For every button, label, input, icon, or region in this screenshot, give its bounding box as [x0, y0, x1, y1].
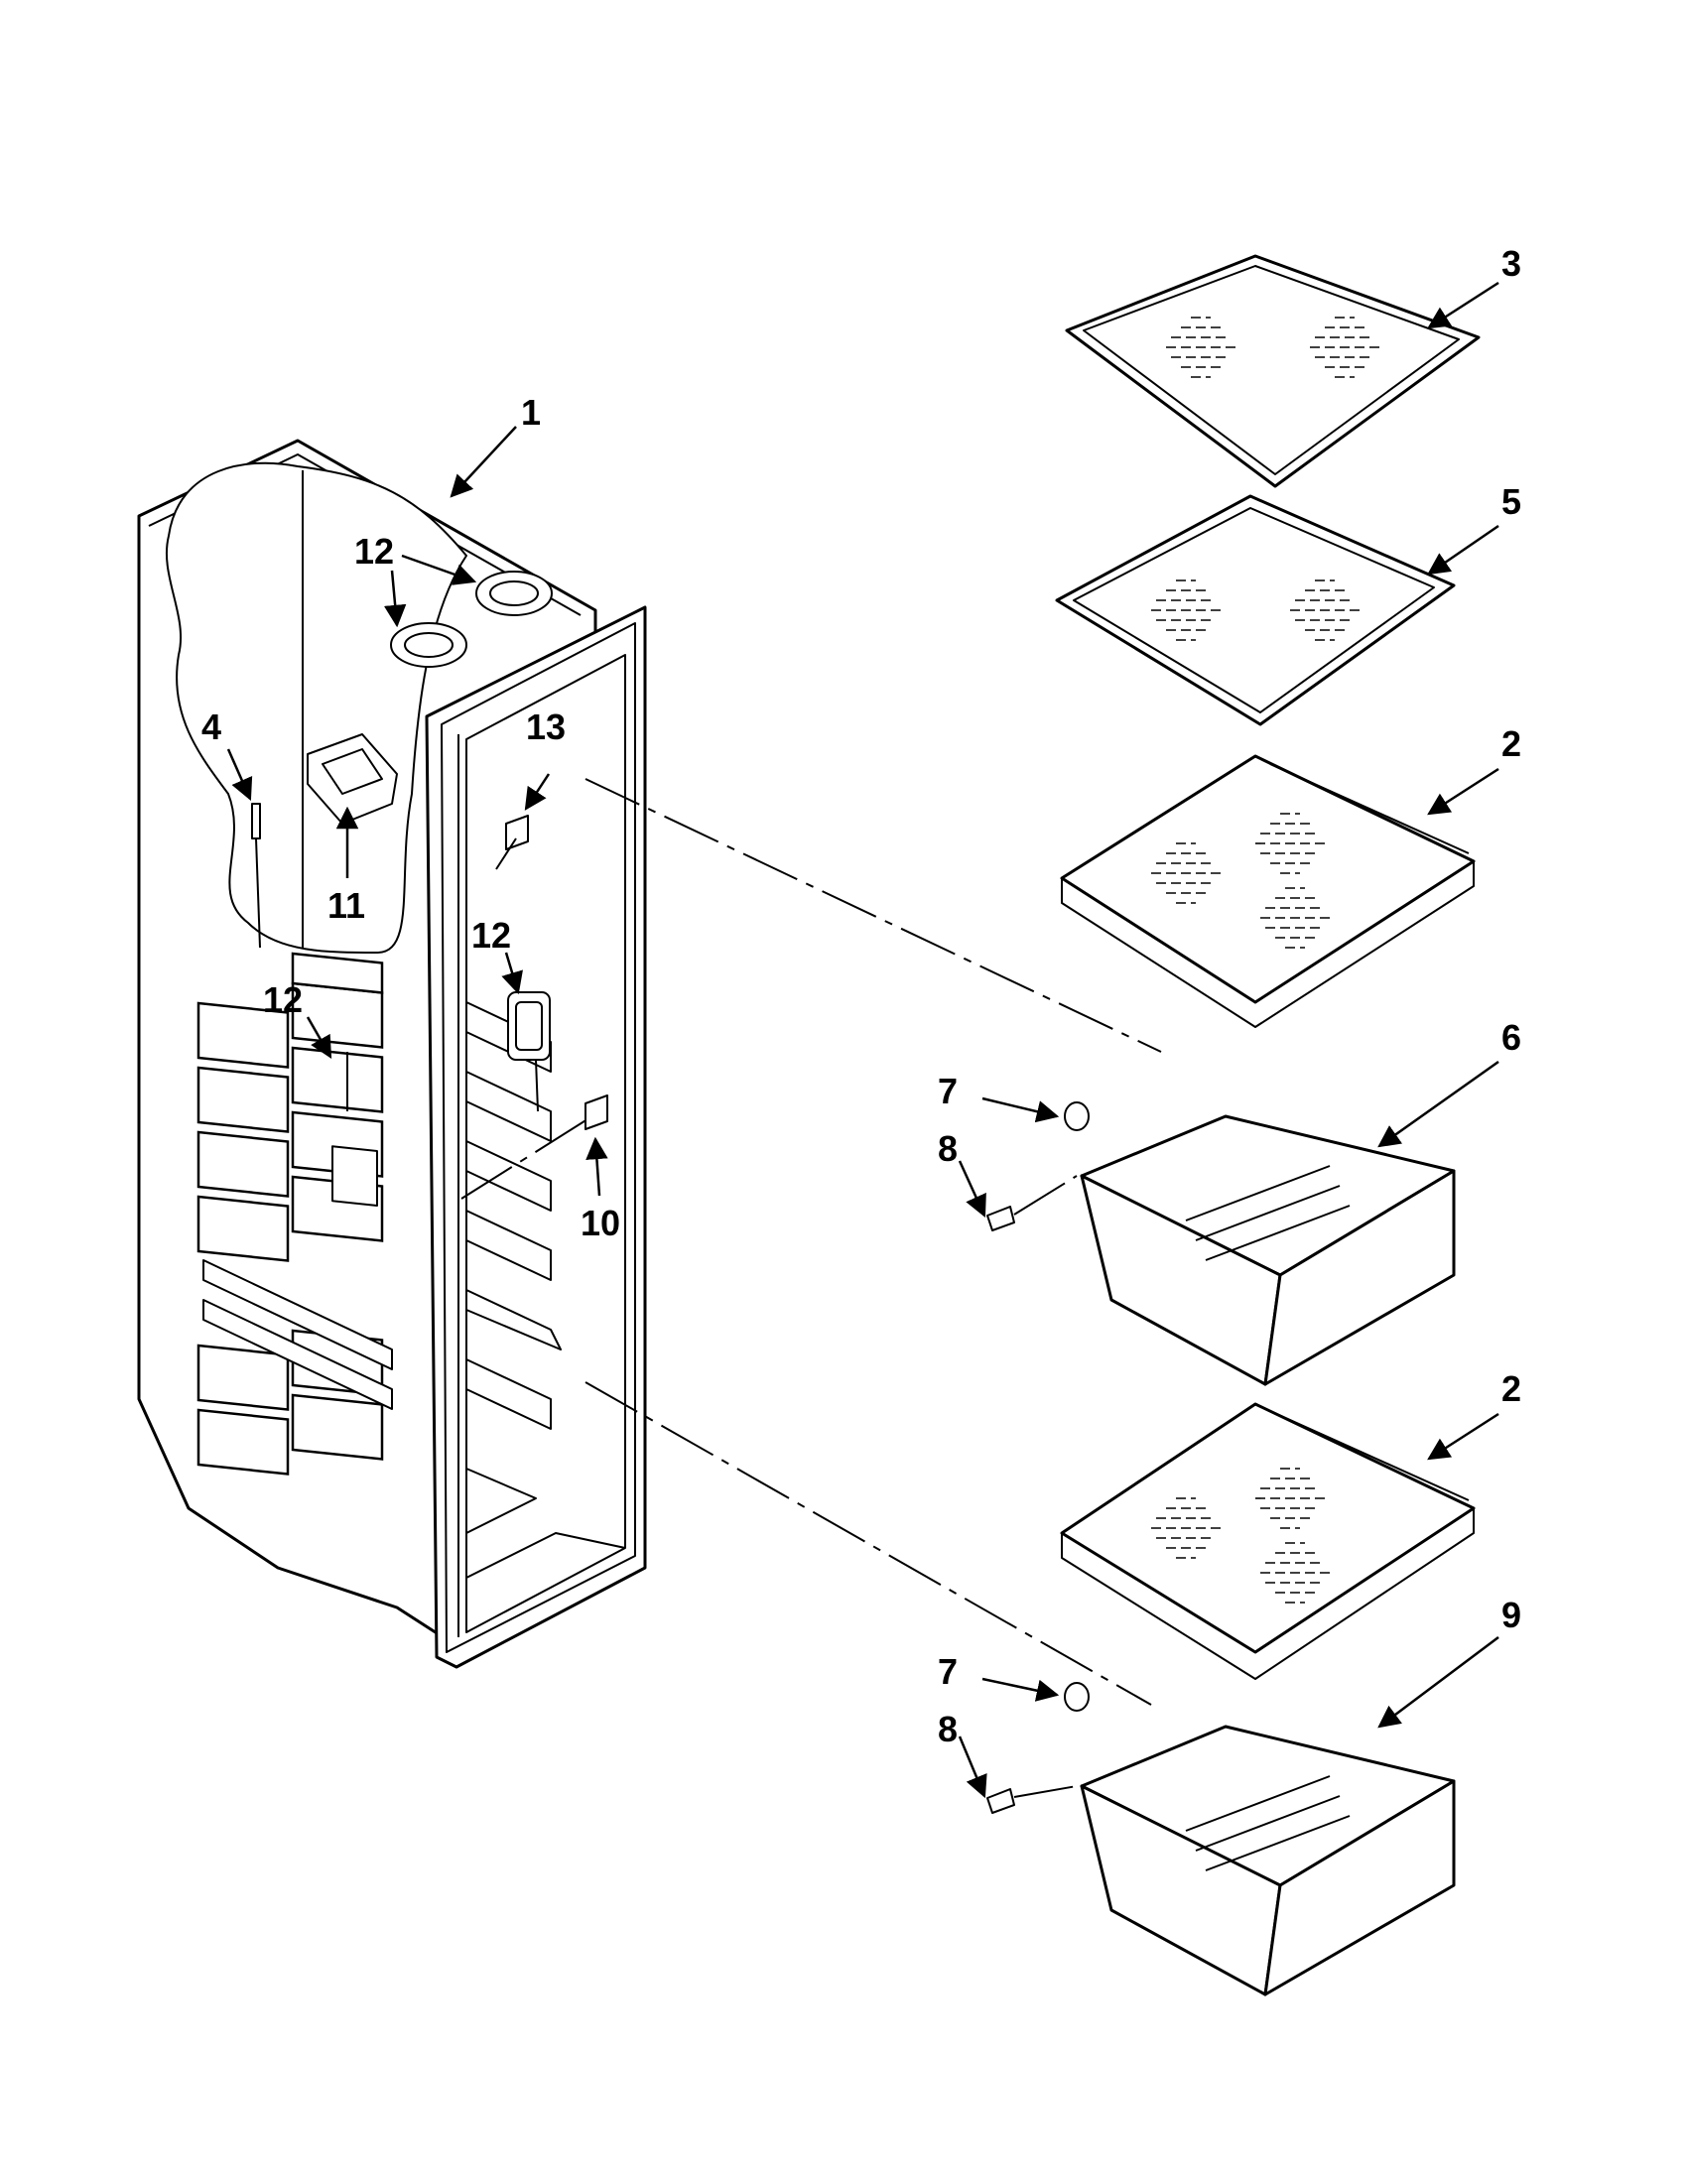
glass-hatching — [1151, 317, 1379, 1604]
callout-7-upper: 7 — [938, 1071, 958, 1111]
roller-icon — [1064, 1101, 1090, 1712]
plug-icon — [986, 1206, 1015, 1814]
crisper-drawer-lower — [1080, 1725, 1456, 1996]
callout-4: 4 — [201, 707, 221, 747]
callout-10: 10 — [581, 1203, 620, 1243]
callout-6: 6 — [1501, 1017, 1521, 1058]
sensor-icon — [331, 1052, 378, 1207]
callout-12-center: 12 — [263, 979, 303, 1020]
callout-2-lower: 2 — [1501, 1368, 1521, 1409]
callout-1: 1 — [521, 392, 541, 433]
callout-leaders — [226, 281, 1499, 1799]
callout-12-top: 12 — [354, 531, 394, 572]
callout-labels: 1 2 2 3 4 5 6 7 7 8 8 9 10 11 12 12 12 1… — [201, 243, 1521, 1749]
alignment-lines — [460, 778, 1162, 1798]
crisper-drawer-upper — [1080, 1114, 1456, 1386]
callout-8-lower: 8 — [938, 1709, 958, 1749]
glass-shelf-top — [1065, 254, 1481, 488]
callout-7-lower: 7 — [938, 1651, 958, 1692]
callout-3: 3 — [1501, 243, 1521, 284]
liner-slots — [196, 952, 562, 1476]
refrigerator-liner — [137, 439, 647, 1669]
callout-9: 9 — [1501, 1595, 1521, 1635]
callout-2-upper: 2 — [1501, 723, 1521, 764]
callout-13: 13 — [526, 707, 566, 747]
callout-8-upper: 8 — [938, 1128, 958, 1169]
crisper-cover-upper — [1060, 754, 1476, 1028]
callout-12-side: 12 — [471, 915, 511, 956]
thermistor-icon — [251, 803, 261, 949]
side-lamp-icon — [507, 991, 551, 1112]
lamp-socket-icon — [390, 571, 553, 668]
glass-shelf-middle — [1055, 494, 1456, 726]
light-housing-icon — [307, 733, 398, 825]
crisper-cover-lower — [1060, 1402, 1476, 1680]
callout-11: 11 — [327, 885, 365, 926]
switch-icon — [505, 815, 608, 1130]
callout-5: 5 — [1501, 481, 1521, 522]
